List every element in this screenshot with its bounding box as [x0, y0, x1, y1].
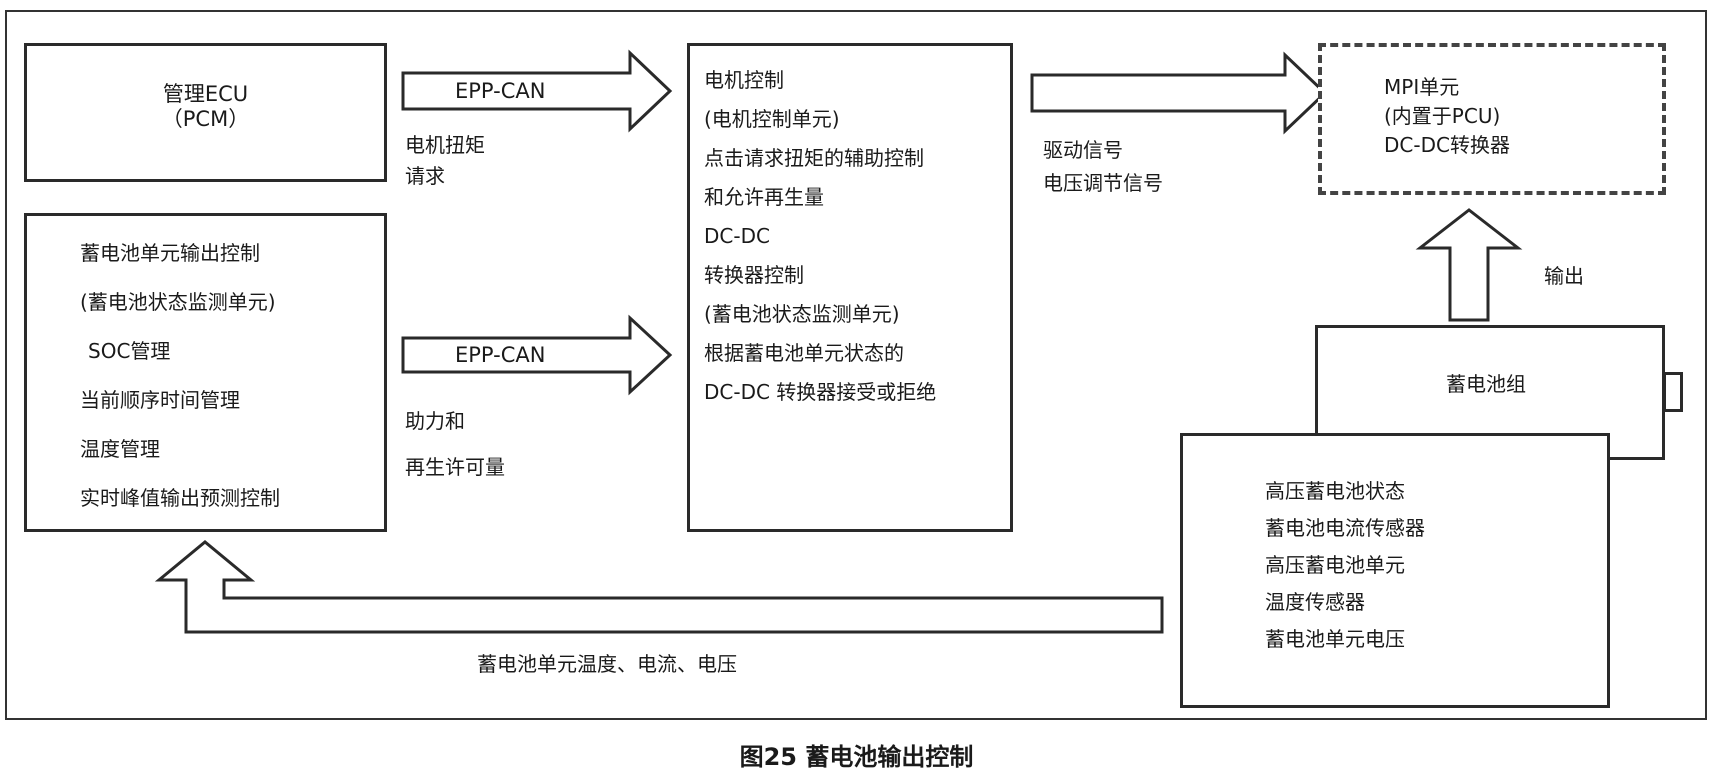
battery-control-line: 温度管理 [80, 437, 160, 461]
arrow-drive-signal [1030, 51, 1328, 135]
sensor-line: 蓄电池电流传感器 [1265, 516, 1425, 540]
battery-control-line: SOC管理 [88, 339, 171, 363]
mpi-text: MPI单元 (内置于PCU) DC-DC转换器 [1384, 73, 1510, 160]
battery-pack-label: 蓄电池组 [1446, 372, 1526, 396]
mpi-box [1318, 43, 1666, 195]
feedback-label: 蓄电池单元温度、电流、电压 [477, 652, 737, 676]
voltage-signal-line: 电压调节信号 [1043, 171, 1163, 195]
sensor-line: 高压蓄电池单元 [1265, 553, 1405, 577]
torque-request-line: 电机扭矩 [405, 133, 485, 157]
pcm-title: 管理ECU [162, 82, 249, 106]
sensor-text: 高压蓄电池状态 蓄电池电流传感器 高压蓄电池单元 温度传感器 蓄电池单元电压 [1265, 473, 1425, 658]
sensor-box [1180, 433, 1610, 708]
mpi-line: MPI单元 [1384, 75, 1460, 99]
mpi-line: (内置于PCU) [1384, 104, 1501, 128]
pcm-box [24, 43, 387, 182]
drive-signal-line: 驱动信号 [1043, 138, 1123, 162]
epp-can-top-label: EPP-CAN [455, 79, 546, 103]
regen-permission-line: 再生许可量 [405, 455, 505, 479]
battery-control-line: 实时峰值输出预测控制 [80, 486, 280, 510]
motor-control-line: 和允许再生量 [704, 185, 824, 209]
motor-control-box [687, 43, 1013, 532]
sensor-line: 高压蓄电池状态 [1265, 479, 1405, 503]
motor-control-line: 转换器控制 [704, 263, 804, 287]
arrow-feedback [154, 540, 1164, 634]
pcm-subtitle: （PCM） [161, 107, 250, 132]
motor-control-line: (蓄电池状态监测单元) [704, 302, 900, 326]
arrow-output-up [1415, 208, 1523, 322]
motor-control-text: 电机控制 (电机控制单元) 点击请求扭矩的辅助控制 和允许再生量 DC-DC 转… [704, 61, 936, 412]
sensor-line: 温度传感器 [1265, 590, 1365, 614]
epp-can-mid-label: EPP-CAN [455, 343, 546, 367]
sensor-line: 蓄电池单元电压 [1265, 627, 1405, 651]
drive-signal-label: 驱动信号 电压调节信号 [1043, 134, 1163, 200]
arrow-epp-can-mid [401, 314, 673, 396]
mpi-line: DC-DC转换器 [1384, 133, 1510, 157]
torque-request-line: 请求 [405, 164, 445, 188]
motor-control-line: 根据蓄电池单元状态的 [704, 341, 904, 365]
diagram-frame [5, 10, 1707, 720]
torque-request-label: 电机扭矩 请求 [405, 130, 485, 192]
motor-control-line: DC-DC [704, 224, 770, 248]
regen-permission-line: 助力和 [405, 409, 465, 433]
battery-control-line: 当前顺序时间管理 [80, 388, 240, 412]
motor-control-line: (电机控制单元) [704, 107, 840, 131]
battery-control-text: 蓄电池单元输出控制 (蓄电池状态监测单元) SOC管理 当前顺序时间管理 温度管… [80, 229, 280, 523]
output-label: 输出 [1544, 264, 1584, 288]
battery-control-line: (蓄电池状态监测单元) [80, 290, 276, 314]
motor-control-line: DC-DC 转换器接受或拒绝 [704, 380, 937, 404]
figure-caption: 图25 蓄电池输出控制 [739, 743, 974, 771]
battery-terminal [1663, 372, 1683, 412]
pcm-box-text: 管理ECU （PCM） [24, 82, 387, 132]
motor-control-line: 点击请求扭矩的辅助控制 [704, 146, 924, 170]
arrow-epp-can-top [401, 49, 673, 133]
regen-permission-label: 助力和 再生许可量 [405, 398, 505, 490]
battery-control-line: 蓄电池单元输出控制 [80, 241, 260, 265]
motor-control-line: 电机控制 [704, 68, 784, 92]
battery-control-box [24, 213, 387, 532]
